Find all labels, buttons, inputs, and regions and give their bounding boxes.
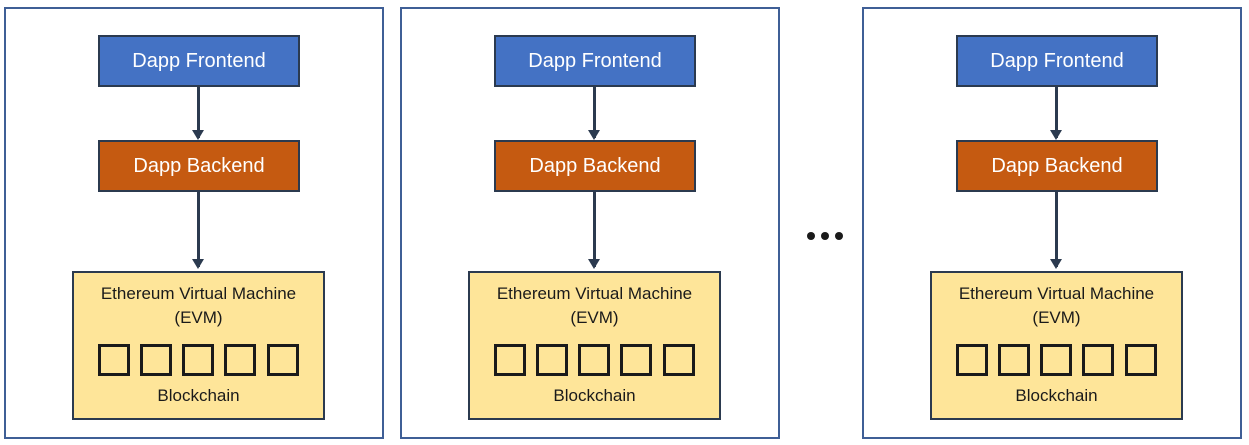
- block-icon: [182, 344, 214, 376]
- dapp-backend-box: Dapp Backend: [98, 140, 300, 192]
- blockchain-label: Blockchain: [157, 386, 240, 405]
- frontend-to-backend-arrow: [192, 87, 204, 140]
- block-icon: [494, 344, 526, 376]
- blockchain-label: Blockchain: [1015, 386, 1098, 405]
- ellipsis-dot: [807, 232, 815, 240]
- block-icon: [578, 344, 610, 376]
- backend-to-evm-arrow: [588, 192, 600, 269]
- frontend-to-backend-arrow: [588, 87, 600, 140]
- block-icon: [1040, 344, 1072, 376]
- dapp-frontend-box: Dapp Frontend: [956, 35, 1158, 87]
- block-icon: [267, 344, 299, 376]
- evm-subtitle: (EVM): [570, 308, 619, 327]
- backend-to-evm-arrow: [192, 192, 204, 269]
- block-icon: [663, 344, 695, 376]
- evm-title: Ethereum Virtual Machine (EVM): [74, 282, 323, 330]
- evm-title-line: Ethereum Virtual Machine: [958, 284, 1155, 303]
- frontend-to-backend-arrow: [1050, 87, 1062, 140]
- evm-title: Ethereum Virtual Machine (EVM): [470, 282, 719, 330]
- evm-title: Ethereum Virtual Machine (EVM): [932, 282, 1181, 330]
- dapp-backend-box: Dapp Backend: [956, 140, 1158, 192]
- backend-to-evm-arrow: [1050, 192, 1062, 269]
- evm-subtitle: (EVM): [1032, 308, 1081, 327]
- evm-box: Ethereum Virtual Machine (EVM) Blockchai…: [72, 271, 325, 420]
- blockchain-blocks: [98, 344, 299, 380]
- block-icon: [98, 344, 130, 376]
- block-icon: [956, 344, 988, 376]
- ellipsis-dot: [835, 232, 843, 240]
- blockchain-blocks: [956, 344, 1157, 380]
- evm-box: Ethereum Virtual Machine (EVM) Blockchai…: [930, 271, 1183, 420]
- block-icon: [620, 344, 652, 376]
- block-icon: [1082, 344, 1114, 376]
- evm-subtitle: (EVM): [174, 308, 223, 327]
- block-icon: [536, 344, 568, 376]
- blockchain-blocks: [494, 344, 695, 380]
- block-icon: [1125, 344, 1157, 376]
- evm-title-line: Ethereum Virtual Machine: [496, 284, 693, 303]
- dapp-frontend-box: Dapp Frontend: [494, 35, 696, 87]
- node-panel-2: Dapp Frontend Dapp Backend Ethereum Virt…: [400, 7, 780, 439]
- dapp-backend-box: Dapp Backend: [494, 140, 696, 192]
- node-panel-3: Dapp Frontend Dapp Backend Ethereum Virt…: [862, 7, 1242, 439]
- block-icon: [224, 344, 256, 376]
- dapp-frontend-box: Dapp Frontend: [98, 35, 300, 87]
- ellipsis-separator: [805, 232, 845, 244]
- ellipsis-dot: [821, 232, 829, 240]
- node-panel-1: Dapp Frontend Dapp Backend Ethereum Virt…: [4, 7, 384, 439]
- evm-title-line: Ethereum Virtual Machine: [100, 284, 297, 303]
- block-icon: [140, 344, 172, 376]
- evm-box: Ethereum Virtual Machine (EVM) Blockchai…: [468, 271, 721, 420]
- block-icon: [998, 344, 1030, 376]
- blockchain-label: Blockchain: [553, 386, 636, 405]
